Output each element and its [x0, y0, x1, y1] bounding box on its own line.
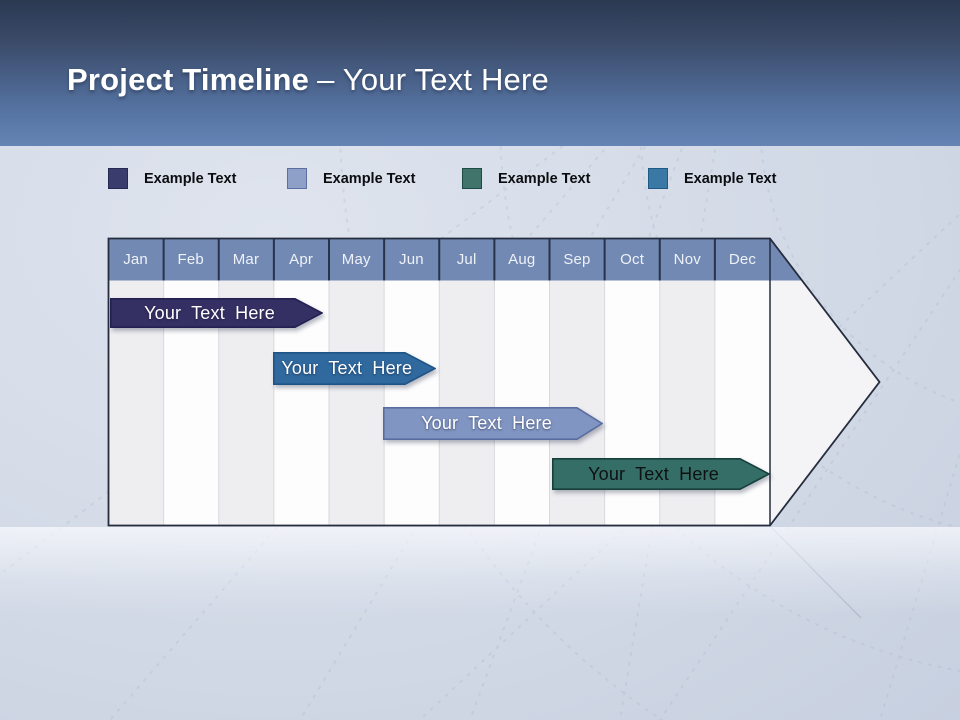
month-cell-may: May	[341, 250, 371, 268]
legend-label: Example Text	[498, 170, 591, 187]
month-cell-dec: Dec	[728, 250, 757, 268]
month-row: Jan Feb Mar Apr May Jun Jul Aug Sep Oct Nov Dec	[108, 238, 770, 280]
month-cell-apr: Apr	[289, 250, 314, 268]
legend-swatch	[462, 168, 482, 189]
month-cell-feb: Feb	[177, 250, 204, 268]
timeline-bar-4: Your Text Here	[552, 458, 770, 490]
timeline-bar-3: Your Text Here	[383, 407, 603, 440]
legend-label: Example Text	[323, 170, 416, 187]
month-cell-jan: Jan	[123, 250, 148, 268]
legend-label: Example Text	[684, 170, 777, 187]
month-cell-jul: Jul	[456, 250, 477, 268]
reflection	[0, 527, 960, 615]
legend-swatch	[287, 168, 307, 189]
month-cell-mar: Mar	[232, 250, 260, 268]
timeline-chart: Jan Feb Mar Apr May Jun Jul Aug Sep Oct Nov Dec You…	[107, 237, 883, 528]
title-bar: Project Timeline– Your Text Here	[0, 0, 960, 146]
bar-label: Your Text Here	[144, 302, 275, 323]
legend-item-3: Example Text	[462, 168, 590, 189]
timeline-bar-1: Your Text Here	[110, 298, 323, 328]
legend-label: Example Text	[144, 170, 237, 187]
title-primary: Project Timeline	[67, 62, 310, 97]
title-secondary: – Your Text Here	[317, 62, 549, 97]
bar-label: Your Text Here	[281, 358, 413, 378]
month-cell-oct: Oct	[620, 250, 645, 268]
page-title: Project Timeline– Your Text Here	[67, 58, 549, 102]
month-cell-nov: Nov	[673, 250, 701, 268]
legend-item-4: Example Text	[648, 168, 776, 189]
bar-label: Your Text Here	[421, 413, 552, 433]
month-cell-jun: Jun	[399, 250, 424, 268]
legend: Example Text Example Text Example Text Exam…	[0, 168, 960, 196]
bar-label: Your Text Here	[588, 463, 719, 484]
legend-item-2: Example Text	[287, 168, 415, 189]
month-cell-sep: Sep	[563, 250, 591, 268]
legend-swatch	[648, 168, 668, 189]
month-cell-aug: Aug	[508, 250, 536, 268]
legend-swatch	[108, 168, 128, 189]
timeline-bar-2: Your Text Here	[273, 352, 436, 385]
legend-item-1: Example Text	[108, 168, 236, 189]
